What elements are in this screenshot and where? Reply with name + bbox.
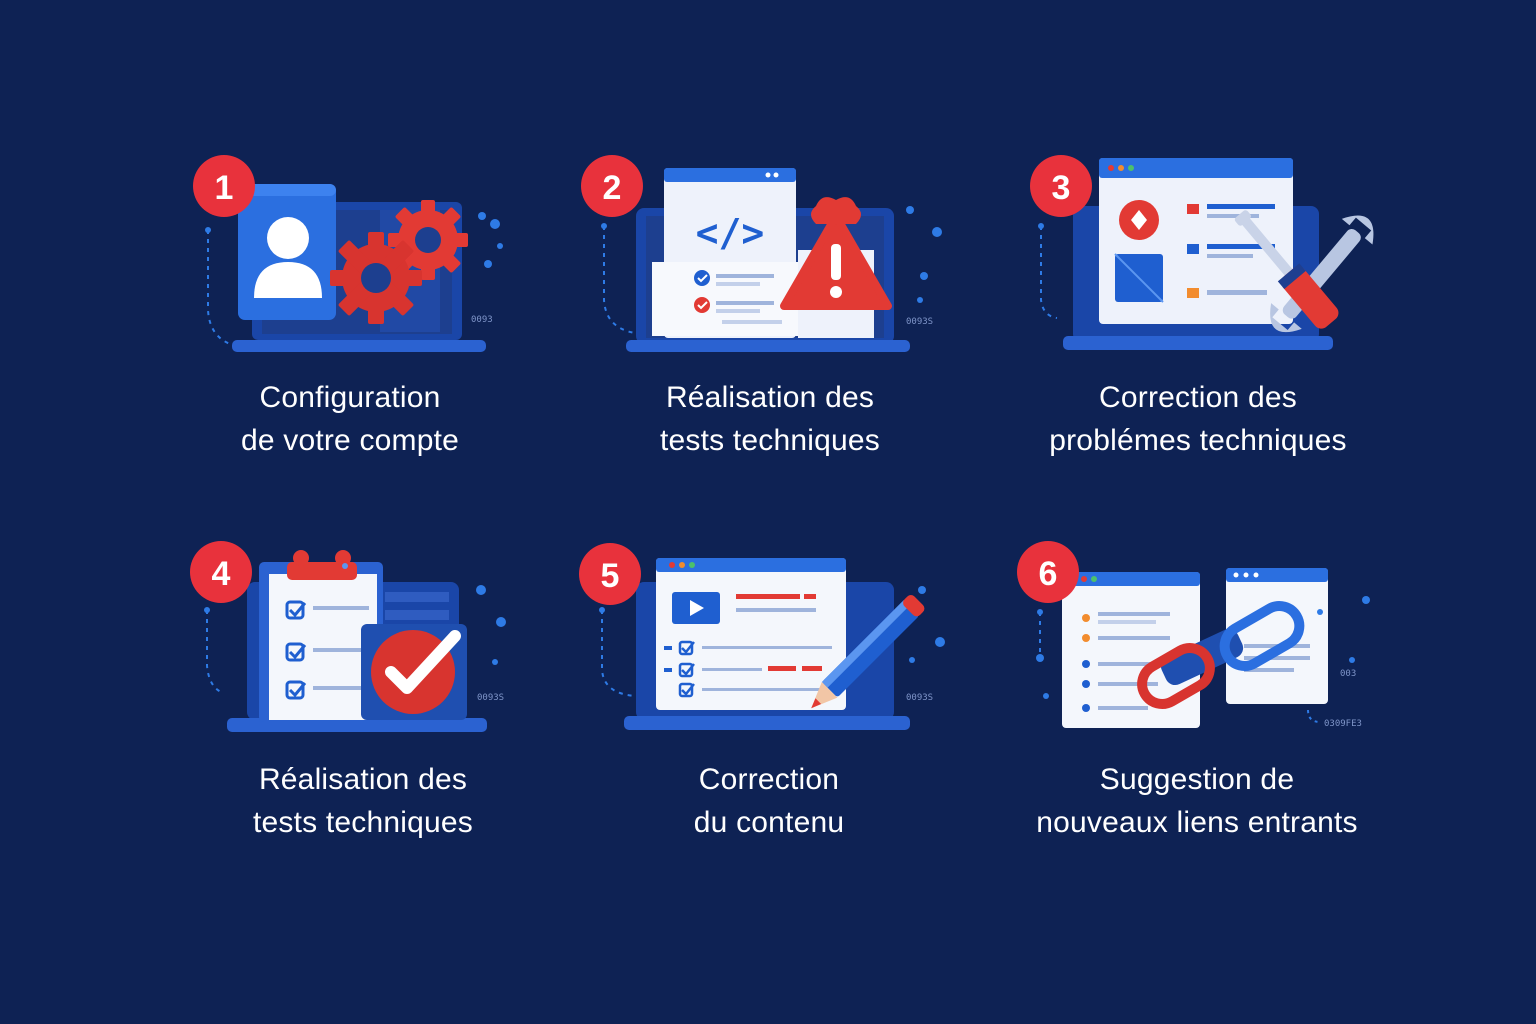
hex-code: 0093S [906, 693, 933, 703]
code-warning-icon: </> 0093S 2 [581, 155, 942, 352]
step-number-badge [581, 155, 643, 217]
caption-line-1: Réalisation des [665, 381, 875, 414]
caption-line-2: du contenu [693, 806, 845, 839]
caption-line-2: problémes techniques [1049, 424, 1347, 457]
step-caption: Réalisation des tests techniques [153, 758, 573, 844]
user-gears-icon: 0093 1 [193, 155, 503, 352]
caption-line-2: de votre compte [240, 424, 460, 457]
hex-code: 0093S [906, 317, 933, 327]
step-number-badge [579, 543, 641, 605]
step-caption: Réalisation des tests techniques [560, 376, 980, 462]
step-caption: Correction du contenu [559, 758, 979, 844]
step-number-badge [1030, 155, 1092, 217]
step-3: 3 Correction des problémes techniques [995, 150, 1415, 510]
chain-link-icon: 003 0309FE3 6 [1017, 541, 1370, 729]
hex-code: 003 [1340, 669, 1356, 679]
caption-line-1: Correction des [1099, 381, 1297, 414]
caption-line-1: Suggestion de [1099, 763, 1295, 796]
step-number: 3 [1052, 169, 1071, 207]
step-number: 1 [215, 169, 234, 207]
step-caption: Correction des problémes techniques [988, 376, 1408, 462]
step-number: 2 [603, 169, 622, 207]
step-6: 003 0309FE3 6 Suggestion de nouveaux lie… [990, 532, 1410, 892]
caption-line-2: nouveaux liens entrants [1036, 806, 1358, 839]
step-number-badge [193, 155, 255, 217]
step-2: </> 0093S 2 Réalisation des tests techni… [560, 150, 980, 510]
step-caption: Suggestion de nouveaux liens entrants [987, 758, 1407, 844]
caption-line-1: Correction [698, 763, 840, 796]
step-4: 0093S 4 Réalisation des tests techniques [155, 532, 575, 892]
step-5: 0093S 5 Correction du contenu [560, 532, 980, 892]
svg-text:</>: </> [696, 211, 765, 255]
step-number: 5 [601, 557, 620, 595]
step-number-badge [1017, 541, 1079, 603]
step-1: 0093 1 Configuration de votre compte [140, 150, 560, 510]
caption-line-1: Configuration [259, 381, 441, 414]
checklist-approved-icon: 0093S 4 [190, 541, 506, 732]
hex-code: 0309FE3 [1324, 719, 1362, 729]
caption-line-1: Réalisation des [258, 763, 468, 796]
repair-tools-icon: 3 [1030, 155, 1374, 350]
caption-line-2: tests techniques [253, 806, 473, 839]
step-number: 6 [1039, 555, 1058, 593]
step-caption: Configuration de votre compte [140, 376, 560, 462]
hex-code: 0093S [477, 693, 504, 703]
step-number: 4 [212, 555, 231, 593]
step-number-badge [190, 541, 252, 603]
content-edit-pencil-icon: 0093S 5 [579, 543, 945, 730]
caption-line-2: tests techniques [660, 424, 880, 457]
hex-code: 0093 [471, 315, 493, 325]
